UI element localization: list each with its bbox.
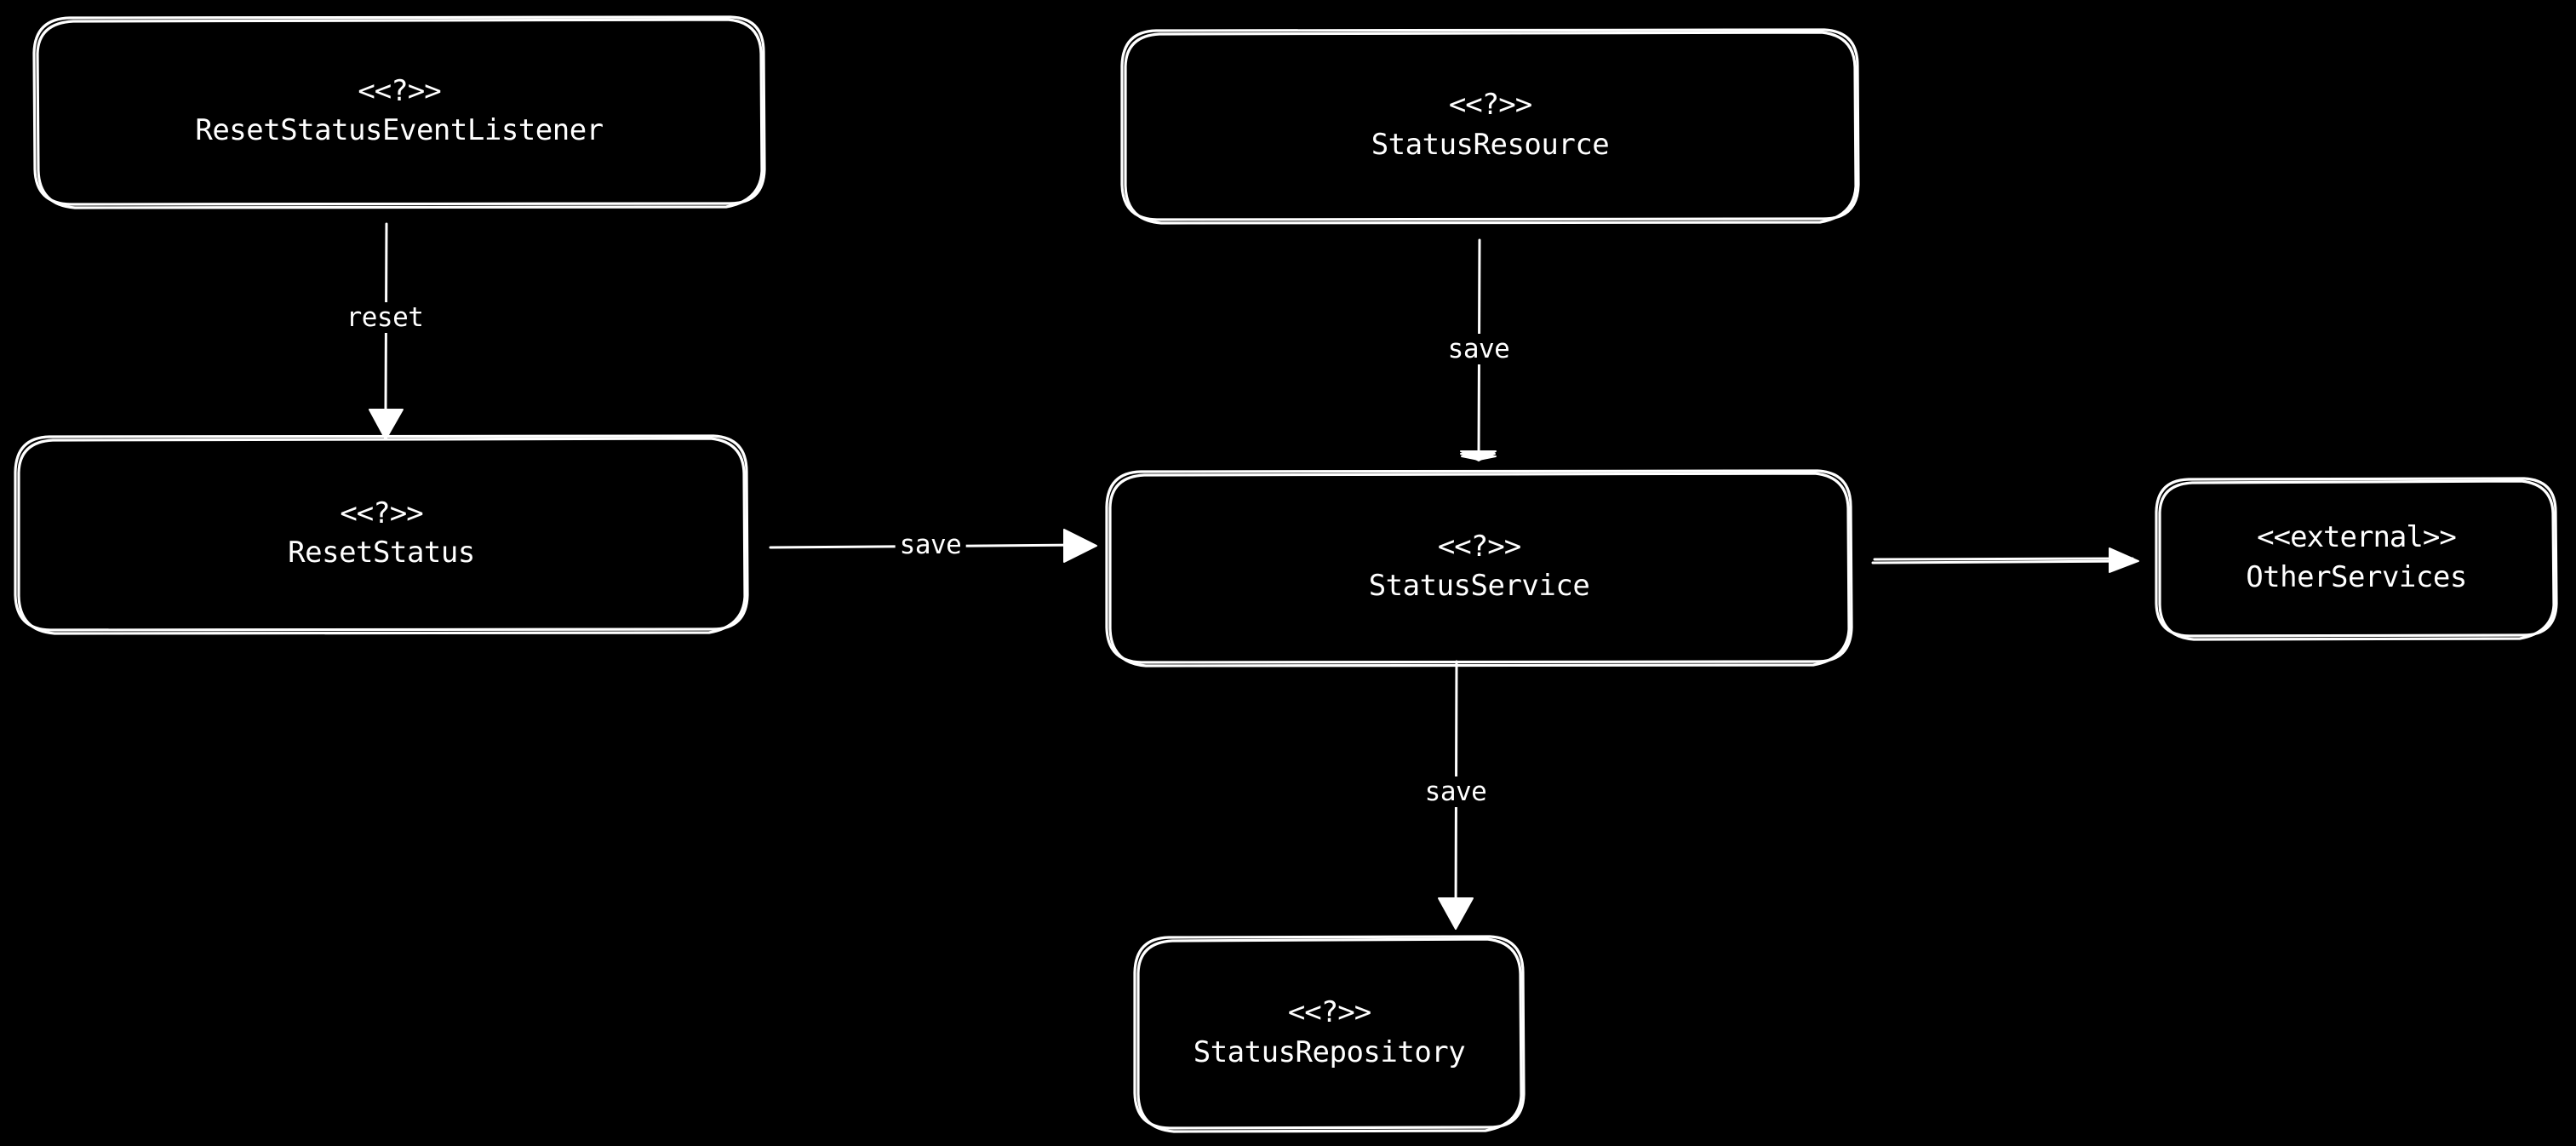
edge-arrowhead-service-otherservices bbox=[2109, 547, 2139, 573]
node-stereotype: <<?>> bbox=[340, 496, 423, 530]
edge-label-save-service-repository: save bbox=[1420, 776, 1491, 807]
node-status-resource[interactable]: <<?>> StatusResource bbox=[1122, 30, 1858, 220]
node-reset-status[interactable]: <<?>> ResetStatus bbox=[15, 436, 747, 630]
edge-arrowhead-reset bbox=[369, 409, 404, 440]
node-stereotype: <<?>> bbox=[358, 73, 441, 108]
node-other-services[interactable]: <<external>> OtherServices bbox=[2156, 478, 2556, 636]
node-stereotype: <<?>> bbox=[1448, 88, 1532, 123]
edge-label-save-resource-service: save bbox=[1443, 334, 1514, 364]
node-status-repository[interactable]: <<?>> StatusRepository bbox=[1135, 937, 1524, 1128]
node-status-service[interactable]: <<?>> StatusService bbox=[1107, 471, 1852, 662]
edge-label-reset: reset bbox=[341, 302, 428, 333]
node-name: StatusRepository bbox=[1193, 1034, 1466, 1069]
edge-arrowhead-save-resource-service bbox=[1460, 450, 1497, 461]
edge-line-service-otherservices bbox=[1871, 557, 2138, 564]
node-reset-status-event-listener[interactable]: <<?>> ResetStatusEventListener bbox=[34, 17, 764, 204]
node-stereotype: <<?>> bbox=[1287, 995, 1371, 1030]
edge-label-save-resetstatus-service: save bbox=[895, 530, 966, 560]
node-name: StatusResource bbox=[1371, 127, 1610, 162]
edge-arrowhead-save-resetstatus-service bbox=[1063, 529, 1097, 563]
node-name: StatusService bbox=[1368, 569, 1590, 603]
node-stereotype: <<external>> bbox=[2257, 520, 2457, 555]
node-name: OtherServices bbox=[2246, 559, 2467, 594]
node-name: ResetStatusEventListener bbox=[195, 113, 604, 147]
node-name: ResetStatus bbox=[288, 536, 475, 570]
node-stereotype: <<?>> bbox=[1437, 529, 1521, 564]
edge-arrowhead-save-service-repository bbox=[1438, 897, 1474, 930]
